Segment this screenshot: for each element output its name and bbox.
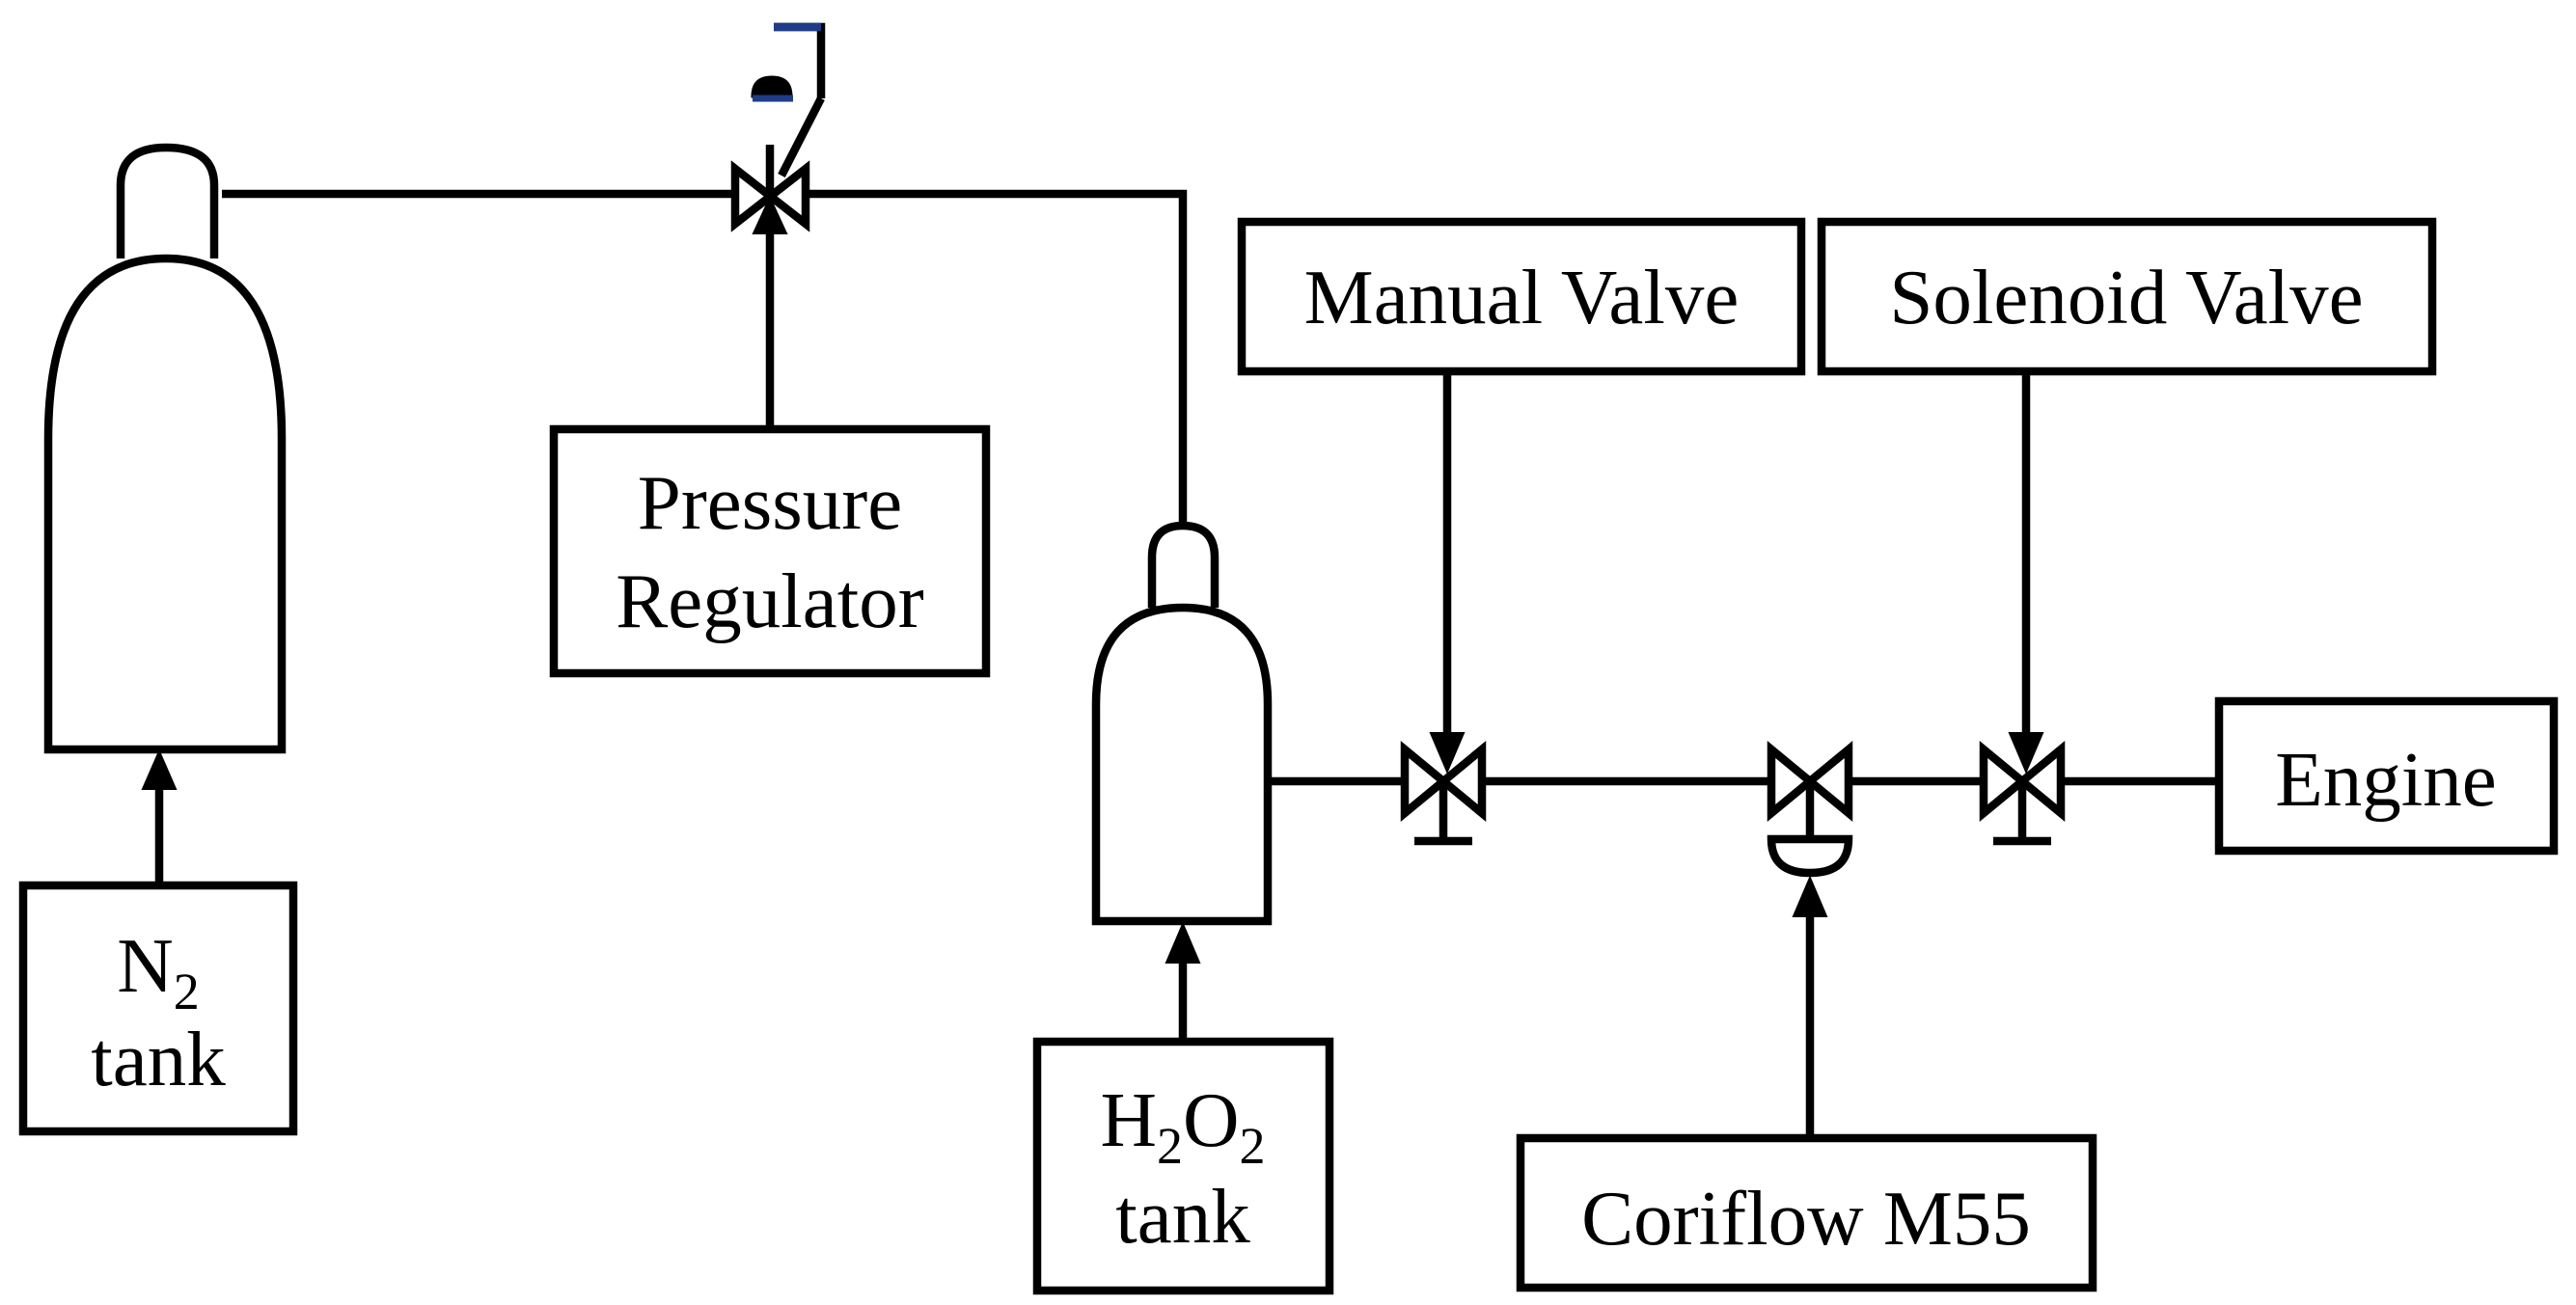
- engine-box: [2214, 696, 2559, 856]
- n2-tank-box: [18, 881, 298, 1136]
- n2-cylinder-body: [43, 254, 287, 754]
- manual-valve-box: [1237, 217, 1806, 376]
- pressure-regulator-box: [549, 424, 991, 678]
- pressure-regulator-label-line1: Pressure: [638, 459, 902, 546]
- h2o2-cylinder-valve-cap: [1147, 521, 1219, 608]
- h2o2-o-subscript: 2: [1240, 1117, 1266, 1175]
- h2o2-cylinder: [1091, 521, 1273, 926]
- coriflow-valve-symbol: [1767, 740, 1853, 878]
- pressure-regulator-label-line2: Regulator: [616, 557, 923, 644]
- manual-valve-arrowhead: [1429, 732, 1466, 775]
- n2-cylinder-valve-cap: [116, 143, 219, 258]
- coriflow-box: [1516, 1133, 2097, 1292]
- solenoid-valve-label: Solenoid Valve: [1889, 254, 2363, 340]
- h2o2-cylinder-body: [1091, 603, 1273, 926]
- signal-arrows: [141, 371, 2044, 1138]
- h2o2-o-symbol: O: [1183, 1076, 1240, 1163]
- h2o2-tank-label-line1: H2O2: [1101, 1076, 1266, 1175]
- n2-tank-arrowhead: [141, 748, 178, 790]
- n2-cylinder: [43, 143, 287, 754]
- n2-symbol: N: [117, 922, 174, 1009]
- coriflow-label: Coriflow M55: [1581, 1175, 2031, 1262]
- n2-subscript: 2: [174, 963, 200, 1020]
- h2o2-h-subscript: 2: [1157, 1117, 1183, 1175]
- label-boxes: [18, 217, 2559, 1295]
- h2o2-tank-box: [1032, 1037, 1334, 1295]
- regulator-valve-body: [730, 160, 810, 232]
- h2o2-tank-label-line2: tank: [1115, 1173, 1250, 1260]
- regulator-spring-diagonal: [778, 96, 825, 177]
- solenoid-valve-box: [1817, 217, 2437, 376]
- solenoid-valve-symbol: [1979, 740, 2066, 846]
- n2-tank-label-line2: tank: [91, 1016, 226, 1102]
- regulator-to-h2o2-pipe: [806, 189, 1188, 526]
- labels-text: Manual Valve Solenoid Valve Pressure Reg…: [91, 254, 2496, 1262]
- coriflow-arrowhead: [1792, 875, 1828, 917]
- engine-label: Engine: [2275, 736, 2496, 823]
- piping: [222, 189, 2219, 786]
- manual-valve-symbol: [1400, 740, 1487, 846]
- solenoid-valve-arrowhead: [2008, 732, 2044, 775]
- manual-valve-label: Manual Valve: [1304, 254, 1740, 340]
- n2-tank-label-line1: N2: [117, 922, 200, 1020]
- pressure-regulator-valve: [730, 22, 826, 431]
- regulator-dome-icon: [751, 75, 793, 98]
- coriflow-actuator: [1767, 834, 1853, 878]
- h2o2-tank-arrowhead: [1165, 921, 1201, 964]
- h2o2-h-symbol: H: [1101, 1076, 1158, 1163]
